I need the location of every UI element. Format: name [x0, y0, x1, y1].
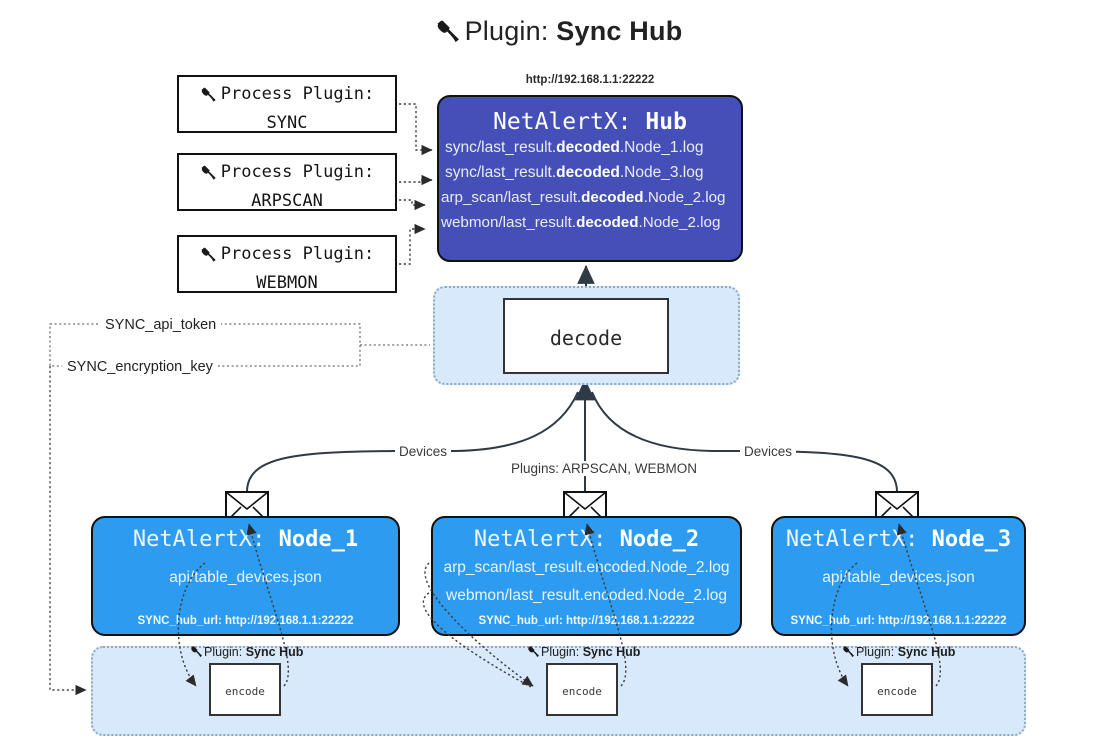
logline-pre: sync/last_result.	[445, 139, 557, 156]
encode-plugin-name: Sync Hub	[897, 645, 956, 659]
hub-title-prefix: NetAlertX:	[493, 109, 632, 135]
edge-label-plugins: Plugins: ARPSCAN, WEBMON	[507, 461, 702, 476]
process-plugin-sync[interactable]: Process Plugin: SYNC	[177, 75, 397, 133]
encode-plugin-prefix: Plugin:	[856, 645, 895, 659]
page-title: Plugin: Sync Hub	[0, 16, 1117, 51]
node-line: webmon/last_result.encoded.Node_2.log	[446, 587, 727, 604]
process-plugin-label: Process Plugin:	[220, 84, 375, 104]
plug-icon	[200, 86, 217, 111]
plug-icon	[435, 18, 461, 51]
logline-pre: arp_scan/last_result.	[441, 189, 582, 206]
node-title-prefix: NetAlertX:	[473, 527, 607, 552]
encode-box-node-2[interactable]: encode	[546, 663, 618, 716]
logline-mid: decoded	[581, 189, 644, 206]
logline-mid: decoded	[556, 139, 620, 156]
node-title-name: Node_3	[931, 527, 1012, 552]
edge-label-devices-left: Devices	[395, 444, 452, 459]
node-hub-url: SYNC_hub_url: http://192.168.1.1:22222	[790, 615, 1007, 627]
logline-pre: webmon/last_result.	[441, 214, 577, 231]
node-title-name: Node_2	[619, 527, 700, 552]
process-plugin-label: Process Plugin:	[220, 244, 375, 264]
process-plugin-header: Process Plugin:	[179, 82, 395, 111]
process-plugin-arpscan[interactable]: Process Plugin: ARPSCAN	[177, 153, 397, 211]
edge-label-devices-right: Devices	[740, 444, 797, 459]
process-plugin-header: Process Plugin:	[179, 242, 395, 271]
plug-icon	[200, 164, 217, 189]
title-name: Sync Hub	[556, 16, 683, 46]
hub-node[interactable]: NetAlertX: Hub sync/last_result.decoded.…	[437, 95, 743, 262]
node-title: NetAlertX: Node_3	[773, 527, 1024, 552]
logline-post: .Node_2.log	[638, 214, 721, 231]
process-plugin-name: WEBMON	[256, 273, 318, 293]
encode-label: encode	[877, 685, 917, 698]
hub-logline: webmon/last_result.decoded.Node_2.log	[439, 210, 741, 235]
node-3[interactable]: NetAlertX: Node_3 api/table_devices.json…	[771, 516, 1026, 636]
node-1[interactable]: NetAlertX: Node_1 api/table_devices.json…	[91, 516, 400, 636]
encode-plugin-label-1: Plugin: Sync Hub	[190, 645, 303, 661]
hub-url-label: http://192.168.1.1:22222	[525, 74, 655, 86]
encode-label: encode	[225, 685, 265, 698]
plug-icon	[842, 645, 855, 661]
hub-title: NetAlertX: Hub	[439, 109, 741, 135]
node-title-name: Node_1	[278, 527, 359, 552]
logline-post: .Node_3.log	[619, 164, 704, 181]
decode-box[interactable]: decode	[503, 298, 669, 374]
hub-title-name: Hub	[645, 109, 687, 135]
encode-box-node-3[interactable]: encode	[861, 663, 933, 716]
process-plugin-header: Process Plugin:	[179, 160, 395, 189]
logline-post: .Node_2.log	[643, 189, 726, 206]
process-plugin-label: Process Plugin:	[220, 162, 375, 182]
encode-box-node-1[interactable]: encode	[209, 663, 281, 716]
encode-plugin-name: Sync Hub	[582, 645, 641, 659]
process-plugin-name: SYNC	[266, 113, 308, 133]
node-line: arp_scan/last_result.encoded.Node_2.log	[443, 559, 730, 576]
node-hub-url: SYNC_hub_url: http://192.168.1.1:22222	[137, 615, 354, 627]
title-prefix: Plugin:	[464, 16, 549, 46]
plug-icon	[190, 645, 203, 661]
encode-plugin-name: Sync Hub	[245, 645, 304, 659]
param-api-token: SYNC_api_token	[100, 317, 222, 333]
param-encryption-key: SYNC_encryption_key	[62, 359, 218, 375]
hub-logline: arp_scan/last_result.decoded.Node_2.log	[439, 185, 741, 210]
hub-logline: sync/last_result.decoded.Node_3.log	[439, 160, 741, 185]
encode-plugin-prefix: Plugin:	[204, 645, 243, 659]
node-title-prefix: NetAlertX:	[785, 527, 919, 552]
encode-label: encode	[562, 685, 602, 698]
logline-mid: decoded	[576, 214, 639, 231]
process-plugin-webmon[interactable]: Process Plugin: WEBMON	[177, 235, 397, 293]
process-plugin-name: ARPSCAN	[251, 191, 323, 211]
logline-post: .Node_1.log	[619, 139, 704, 156]
node-title: NetAlertX: Node_1	[93, 527, 398, 552]
decode-label: decode	[549, 326, 623, 350]
encode-plugin-prefix: Plugin:	[541, 645, 580, 659]
node-line: api/table_devices.json	[169, 569, 322, 586]
node-hub-url: SYNC_hub_url: http://192.168.1.1:22222	[478, 615, 695, 627]
logline-pre: sync/last_result.	[445, 164, 557, 181]
plug-icon	[527, 645, 540, 661]
node-line: api/table_devices.json	[822, 569, 975, 586]
encode-plugin-label-2: Plugin: Sync Hub	[527, 645, 640, 661]
plug-icon	[200, 246, 217, 271]
encode-plugin-label-3: Plugin: Sync Hub	[842, 645, 955, 661]
node-title-prefix: NetAlertX:	[132, 527, 266, 552]
node-title: NetAlertX: Node_2	[433, 527, 740, 552]
node-2[interactable]: NetAlertX: Node_2 arp_scan/last_result.e…	[431, 516, 742, 636]
logline-mid: decoded	[556, 164, 620, 181]
hub-logline: sync/last_result.decoded.Node_1.log	[439, 135, 741, 160]
